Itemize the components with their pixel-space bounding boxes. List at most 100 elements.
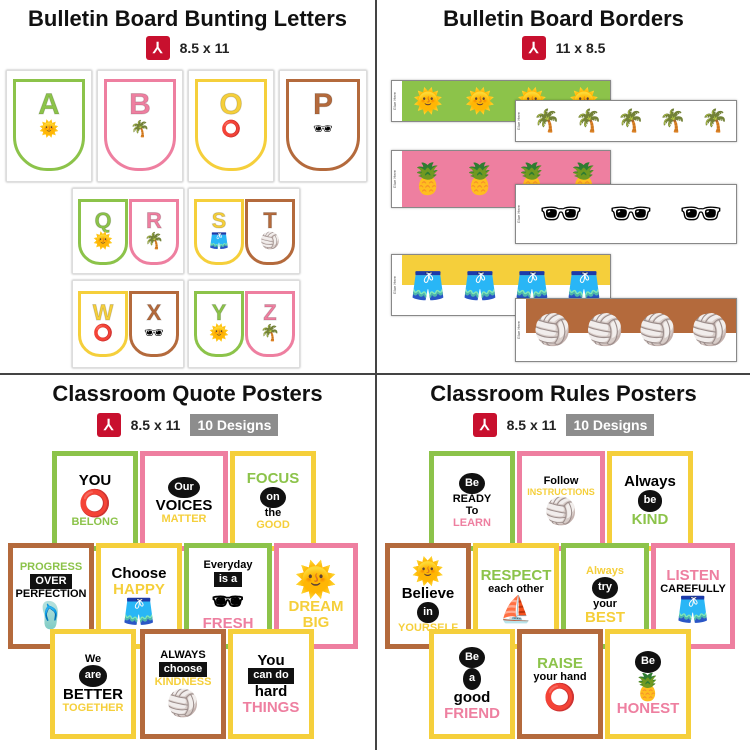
vertical-divider — [375, 0, 377, 750]
rule-poster-believe: 🌞 Believe in YOURSELF — [385, 543, 471, 649]
swim-shorts-icon: 🩳 — [514, 269, 550, 301]
sunglasses-band: 🕶🕶🕶 — [526, 185, 736, 243]
letter-card-wx: W ⭕ X 🕶 — [72, 280, 184, 368]
quote-poster-fresh: Everyday is a 🕶 FRESH — [184, 543, 272, 649]
sailboat-icon: ⛵ — [499, 594, 533, 625]
letter: T — [263, 208, 277, 234]
letter: Y — [211, 300, 227, 326]
quote-line: OVER — [30, 573, 72, 590]
rule-poster-friend: Be a good FRIEND — [429, 629, 515, 739]
pennant: A 🌞 — [13, 79, 85, 171]
rule-line: your — [593, 597, 617, 610]
designs-badge: 10 Designs — [566, 414, 655, 436]
rules-posters-panel: Classroom Rules Posters ⅄ 8.5 x 11 10 De… — [377, 375, 750, 750]
beach-ball-icon: 🏐 — [586, 313, 624, 347]
letter: Q — [94, 208, 112, 234]
sun-icon: 🌞 — [93, 233, 113, 250]
quote-line: can do — [248, 668, 294, 684]
rule-poster-honest: Be 🍍 HONEST — [605, 629, 691, 739]
letter: R — [146, 208, 163, 234]
rule-line: Follow — [543, 475, 579, 488]
pennant: Q 🌞 — [78, 199, 128, 265]
pdf-icon: ⅄ — [96, 413, 121, 437]
letter-card-yz: Y 🌞 Z 🌴 — [188, 280, 300, 368]
quote-poster-focus: FOCUS on the GOOD — [230, 451, 316, 551]
pennant: R 🌴 — [129, 199, 179, 265]
quote-line: the — [264, 507, 282, 520]
rule-line: good — [453, 688, 491, 706]
letter: W — [92, 300, 114, 326]
sun-icon: 🌞 — [294, 560, 338, 599]
palm-tree-icon: 🌴 — [701, 108, 729, 133]
quote-line: DREAM — [288, 597, 344, 615]
palm-tree-icon: 🌴 — [144, 233, 164, 250]
bunting-letters-panel: Bulletin Board Bunting Letters ⅄ 8.5 x 1… — [0, 0, 375, 373]
flip-flops-icon: 🩴 — [34, 600, 68, 631]
letter-card-st: S 🩳 T 🏐 — [188, 188, 300, 274]
rule-line: each other — [488, 582, 544, 595]
pineapple-icon: 🍍 — [461, 162, 499, 196]
sun-icon: 🌞 — [39, 121, 59, 138]
beach-ball-icon: 🏐 — [544, 496, 578, 527]
quote-line: We — [84, 652, 102, 665]
pineapple-icon: 🍍 — [631, 671, 665, 702]
rule-line: READY — [452, 493, 492, 506]
glue-label: Glue Here — [516, 204, 521, 224]
swim-ring-icon: ⭕ — [221, 121, 241, 138]
format-row: ⅄ 8.5 x 11 10 Designs — [377, 413, 750, 437]
borders-panel: Bulletin Board Borders ⅄ 11 x 8.5 Glue H… — [377, 0, 750, 373]
rule-line: in — [417, 601, 439, 624]
rule-line: FRIEND — [444, 704, 500, 722]
sunglasses-icon: 🕶 — [143, 325, 165, 342]
quote-poster-hard-things: You can do hard THINGS — [228, 629, 314, 739]
pennant: Z 🌴 — [245, 291, 295, 357]
swim-ring-icon: ⭕ — [543, 682, 577, 713]
beach-ball-icon: 🏐 — [533, 313, 571, 347]
rule-line: LISTEN — [666, 567, 720, 585]
glue-label: Glue Here — [392, 91, 397, 111]
rule-line: BEST — [584, 609, 625, 627]
palm-tree-icon: 🌴 — [659, 108, 687, 133]
swim-shorts-icon: 🩳 — [566, 269, 602, 301]
pineapple-icon: 🍍 — [409, 162, 447, 196]
pennant: T 🏐 — [245, 199, 295, 265]
swim-ring-icon: ⭕ — [93, 325, 113, 342]
letter-card-b: B 🌴 — [97, 70, 183, 182]
beach-ball-icon: 🏐 — [638, 313, 676, 347]
swim-shorts-icon: 🩳 — [209, 233, 229, 250]
page-size: 8.5 x 11 — [506, 417, 557, 433]
sun-icon: 🌞 — [411, 556, 445, 587]
pdf-icon: ⅄ — [472, 413, 497, 437]
letter: P — [312, 88, 333, 122]
panel-title: Classroom Rules Posters — [430, 381, 697, 406]
beach-ball-icon: 🏐 — [166, 688, 200, 719]
quote-poster-voices: Our VOICES MATTER — [140, 451, 228, 551]
palm-band: 🌴🌴🌴🌴🌴 — [526, 101, 736, 141]
quote-line: GOOD — [256, 518, 290, 531]
rule-line: try — [591, 577, 619, 599]
quote-line: on — [260, 486, 286, 509]
glue-label: Glue Here — [392, 169, 397, 189]
quote-poster-you-belong: YOU ⭕ BELONG — [52, 451, 138, 551]
glue-label: Glue Here — [516, 111, 521, 131]
border-strip-beach-ball: Glue Here 🏐🏐🏐🏐 — [515, 298, 737, 362]
rule-poster-ready: Be READY To LEARN — [429, 451, 515, 551]
quote-line: FRESH — [202, 614, 254, 632]
sunglasses-icon: 🕶 — [312, 121, 334, 138]
border-strip-sunglasses: Glue Here 🕶🕶🕶 — [515, 184, 737, 244]
letter: X — [146, 300, 162, 326]
glue-label: Glue Here — [392, 275, 397, 295]
palm-tree-icon: 🌴 — [130, 121, 150, 138]
rule-line: be — [637, 490, 663, 512]
beach-ball-icon: 🏐 — [691, 313, 729, 347]
palm-tree-icon: 🌴 — [617, 108, 645, 133]
quote-line: YOU — [78, 472, 112, 490]
quote-line: Everyday — [203, 559, 253, 572]
swim-shorts-icon: 🩳 — [462, 269, 498, 301]
quote-line: ALWAYS — [160, 649, 206, 662]
pennant: O ⭕ — [195, 79, 267, 171]
quote-posters-panel: Classroom Quote Posters ⅄ 8.5 x 11 10 De… — [0, 375, 375, 750]
letter: Z — [263, 300, 277, 326]
quote-poster-kindness: ALWAYS choose KINDNESS 🏐 — [140, 629, 226, 739]
panel-title: Bulletin Board Borders — [443, 6, 684, 31]
